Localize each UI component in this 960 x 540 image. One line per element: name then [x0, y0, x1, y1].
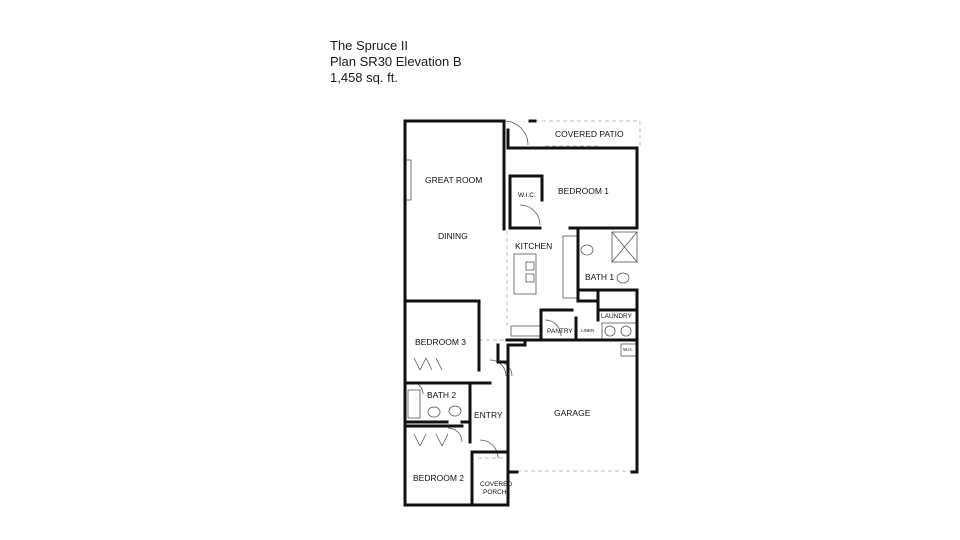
label-bath1: BATH 1: [585, 272, 614, 282]
label-kitchen: KITCHEN: [515, 241, 552, 251]
plan-header: The Spruce II Plan SR30 Elevation B 1,45…: [330, 38, 462, 86]
plan-elevation: Plan SR30 Elevation B: [330, 54, 462, 69]
label-covered-porch-2: PORCH: [483, 489, 507, 496]
label-wh: W.H.: [623, 347, 633, 352]
label-entry: ENTRY: [474, 410, 503, 420]
label-bedroom1: BEDROOM 1: [558, 186, 609, 196]
label-bedroom3: BEDROOM 3: [415, 337, 466, 347]
label-covered-porch-1: COVERED: [480, 481, 512, 488]
dashed-lines: [478, 120, 641, 472]
label-laundry: LAUNDRY: [601, 313, 633, 320]
label-dining: DINING: [438, 231, 468, 241]
label-garage: GARAGE: [554, 408, 591, 418]
label-great-room: GREAT ROOM: [425, 175, 482, 185]
plan-area: 1,458 sq. ft.: [330, 70, 398, 85]
label-covered-patio: COVERED PATIO: [555, 129, 624, 139]
walls: [403, 119, 639, 507]
room-labels: GREAT ROOM DINING COVERED PATIO W.I.C. B…: [413, 129, 633, 496]
label-wic: W.I.C.: [518, 192, 536, 199]
label-bedroom2: BEDROOM 2: [413, 473, 464, 483]
label-bath2: BATH 2: [427, 390, 456, 400]
plan-name: The Spruce II: [330, 38, 409, 53]
label-linen: LINEN: [581, 328, 594, 333]
label-pantry: PANTRY: [547, 328, 573, 335]
